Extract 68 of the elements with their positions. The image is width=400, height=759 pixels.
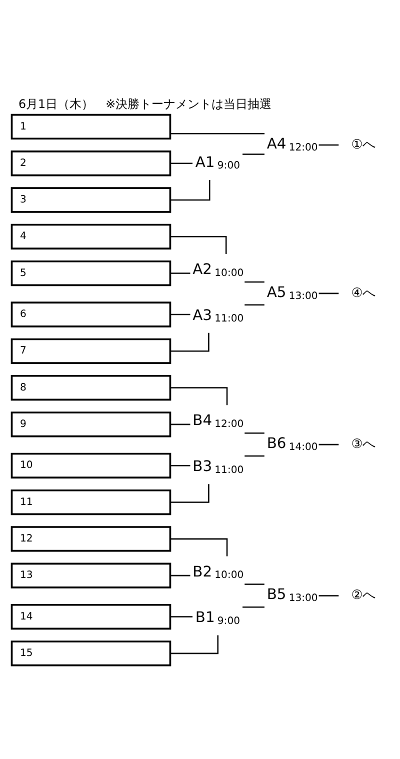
node-box: 11 bbox=[10, 488, 172, 515]
node-text: A2 bbox=[192, 260, 212, 278]
node-label: 11:00 bbox=[214, 313, 244, 324]
node-box: 5 bbox=[10, 260, 172, 286]
connector bbox=[170, 179, 210, 200]
connector bbox=[244, 304, 264, 306]
node-text: B1 bbox=[195, 608, 215, 626]
node-label: 13:00 bbox=[288, 290, 318, 302]
node-text: B4 bbox=[192, 412, 212, 429]
node-box: 4 bbox=[10, 223, 172, 249]
node-box: 14 bbox=[10, 603, 172, 630]
connector bbox=[318, 144, 339, 146]
node-text: B3 bbox=[192, 457, 212, 474]
node-box: 13 bbox=[10, 562, 172, 588]
node-box: 8 bbox=[10, 374, 172, 400]
node-box: 12 bbox=[10, 526, 172, 552]
connector bbox=[170, 132, 265, 134]
connector bbox=[242, 153, 264, 154]
node-box: 3 bbox=[10, 186, 172, 212]
connector bbox=[170, 236, 227, 254]
node-label: 9:00 bbox=[217, 615, 240, 626]
node-label: 11:00 bbox=[214, 464, 244, 476]
node-text: ③へ bbox=[351, 436, 376, 452]
node-text: A3 bbox=[192, 306, 212, 324]
node-label: 13:00 bbox=[288, 592, 318, 604]
connector bbox=[170, 272, 190, 274]
node-label: 12:00 bbox=[214, 418, 244, 430]
connector bbox=[170, 616, 192, 617]
connector bbox=[318, 443, 339, 445]
connector bbox=[170, 423, 190, 425]
node-box: 1 bbox=[10, 113, 172, 140]
connector bbox=[170, 464, 190, 466]
connector bbox=[244, 454, 264, 456]
node-label: 14:00 bbox=[288, 441, 318, 452]
connector bbox=[170, 332, 210, 352]
node-box: 6 bbox=[10, 301, 172, 327]
node-text: B5 bbox=[266, 586, 286, 603]
connector bbox=[170, 538, 228, 556]
node-text: A4 bbox=[266, 135, 286, 152]
node-text: A5 bbox=[266, 283, 286, 300]
node-box: 9 bbox=[10, 411, 172, 437]
connector bbox=[170, 634, 218, 654]
connector bbox=[170, 574, 190, 576]
node-label: 10:00 bbox=[214, 570, 244, 581]
node-label: 9:00 bbox=[217, 160, 240, 172]
node-box: 10 bbox=[10, 452, 172, 478]
node-text: B2 bbox=[192, 562, 212, 580]
node-box: 15 bbox=[10, 640, 172, 666]
connector bbox=[242, 606, 264, 608]
node-box: 7 bbox=[10, 338, 172, 364]
node-label: 10:00 bbox=[214, 267, 244, 278]
connector bbox=[244, 280, 264, 282]
connector bbox=[170, 386, 228, 405]
connector bbox=[170, 484, 210, 502]
connector bbox=[170, 313, 190, 315]
connector bbox=[318, 292, 339, 294]
node-box: 2 bbox=[10, 150, 172, 176]
node-text: ①へ bbox=[351, 136, 376, 152]
node-text: ②へ bbox=[351, 588, 376, 603]
connector bbox=[244, 432, 264, 434]
connector bbox=[170, 162, 192, 164]
connector bbox=[318, 594, 339, 596]
diagram-title: 6月1日（木） ※決勝トーナメントは当日抽選 bbox=[18, 96, 272, 110]
node-text: ④へ bbox=[351, 285, 376, 300]
node-label: 12:00 bbox=[288, 142, 318, 153]
node-text: A1 bbox=[195, 153, 215, 170]
node-text: B6 bbox=[266, 434, 286, 452]
connector bbox=[244, 583, 264, 584]
